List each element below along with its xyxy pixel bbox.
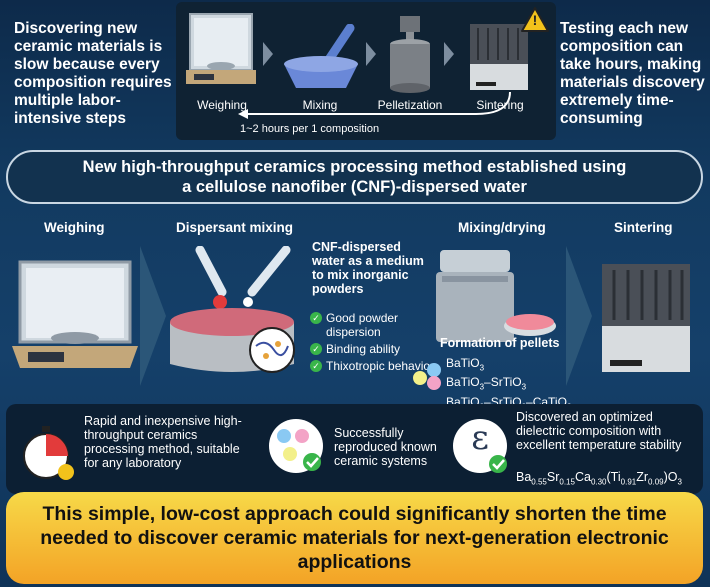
- step-title-dispersant: Dispersant mixing: [176, 220, 294, 235]
- warning-icon: [521, 7, 549, 32]
- samples-check-icon: [269, 419, 323, 473]
- banner-line-2: a cellulose nanofiber (CNF)-dispersed wa…: [182, 178, 527, 196]
- conventional-process-panel: ! Weighing Mixing Pelletization Sinterin…: [176, 2, 556, 140]
- problem-statement: Discovering new ceramic materials is slo…: [14, 20, 172, 127]
- composition-bt-st: BaTiO3–SrTiO3: [446, 375, 527, 392]
- composition-bt: BaTiO3: [446, 356, 485, 373]
- mixer-dryer-icon: [436, 250, 556, 342]
- benefit-rapid-inexpensive: Rapid and inexpensive high-throughput ce…: [84, 414, 242, 470]
- checkmark-icon: ✓: [310, 343, 322, 355]
- process-chevron: [566, 246, 592, 386]
- dispersant-mixing-icon: [170, 246, 295, 373]
- step-arrow: [444, 42, 454, 66]
- optimized-formula: Ba0.55Sr0.15Ca0.30(Ti0.91Zr0.09)O3: [516, 470, 682, 487]
- benefit-item: ✓ Binding ability: [310, 342, 440, 356]
- method-banner: New high-throughput ceramics processing …: [6, 150, 703, 204]
- time-consuming-statement: Testing each new composition can take ho…: [560, 20, 705, 127]
- checkmark-icon: ✓: [310, 360, 322, 372]
- banner-line-1: New high-throughput ceramics processing …: [82, 158, 627, 176]
- step-title-mixing-drying: Mixing/drying: [458, 220, 546, 235]
- pellet-samples-icon: [413, 363, 441, 390]
- old-step-pelletization: Pelletization: [377, 98, 443, 112]
- benefit-reproduced-systems: Successfully reproduced known ceramic sy…: [334, 426, 437, 468]
- mortar-pestle-icon: [284, 24, 358, 88]
- old-step-weighing: Weighing: [197, 98, 247, 112]
- step-title-sintering: Sintering: [614, 220, 673, 235]
- permittivity-icon: [453, 419, 507, 473]
- weighing-scale-icon: [12, 260, 138, 368]
- benefit-item: ✓ Thixotropic behavior: [310, 359, 440, 373]
- pellet-press-icon: [390, 16, 430, 93]
- checkmark-icon: ✓: [310, 312, 322, 324]
- old-step-mixing: Mixing: [302, 98, 338, 112]
- step-title-weighing: Weighing: [44, 220, 105, 235]
- warning-glyph: !: [532, 12, 538, 28]
- conclusion-text: This simple, low-cost approach could sig…: [40, 503, 669, 573]
- time-per-composition: 1~2 hours per 1 composition: [240, 123, 380, 135]
- epsilon-symbol: ε: [471, 418, 489, 458]
- conclusion-box: This simple, low-cost approach could sig…: [6, 492, 703, 584]
- process-chevron: [140, 246, 166, 386]
- cnf-description: CNF-dispersed water as a medium to mix i…: [312, 240, 424, 296]
- step-arrow: [366, 42, 376, 66]
- stopwatch-icon: [23, 426, 74, 480]
- return-arrow-icon: [238, 91, 511, 119]
- weighing-scale-icon: [186, 13, 256, 84]
- pellets-title: Formation of pellets: [440, 336, 560, 350]
- benefit-optimized-composition: Discovered an optimized dielectric compo…: [516, 410, 682, 452]
- results-panel: Rapid and inexpensive high-throughput ce…: [6, 404, 703, 494]
- old-step-sintering: Sintering: [476, 98, 524, 112]
- step-arrow: [263, 42, 273, 66]
- new-process-section: Weighing Dispersant mixing Mixing/drying…: [0, 210, 710, 411]
- furnace-icon: [602, 264, 690, 372]
- cnf-benefits-list: ✓ Good powder dispersion ✓ Binding abili…: [310, 308, 440, 373]
- furnace-icon: [470, 24, 528, 90]
- benefit-item: ✓ Good powder dispersion: [310, 311, 440, 339]
